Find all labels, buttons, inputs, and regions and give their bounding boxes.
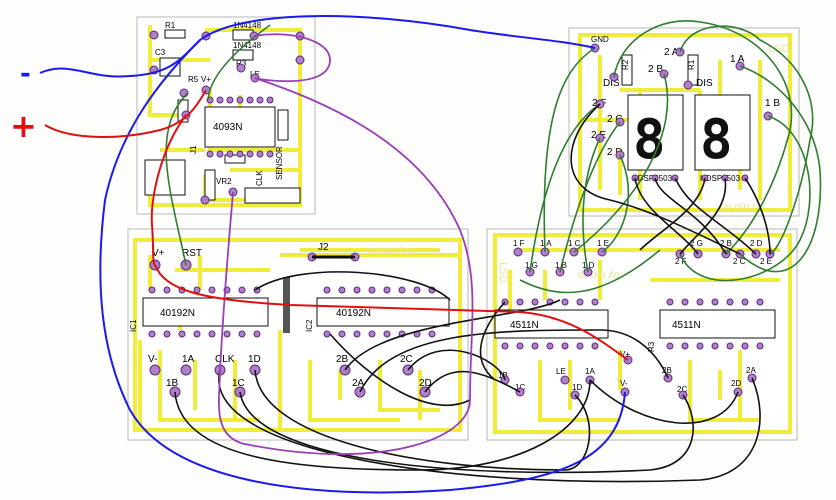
minus-sign: - — [20, 59, 31, 89]
plus-sign: + — [10, 107, 37, 145]
svg-text:IC1: IC1 — [129, 319, 138, 332]
r3-label: R3 — [236, 59, 247, 68]
svg-text:4093N: 4093N — [213, 122, 242, 133]
pin-d1-label: 1D — [572, 383, 582, 392]
pin-2d-label: 2 D — [607, 147, 623, 158]
ghost-lsd: LSD — [768, 43, 789, 55]
pin-2d-label: 2D — [419, 378, 432, 389]
pin-c1-label: 1C — [515, 383, 525, 392]
pin-1a-label: 1A — [182, 354, 195, 365]
ghost-lsd: LSD — [497, 262, 509, 283]
pin-1f-label: 1 F — [513, 239, 525, 248]
svg-text:4511N: 4511N — [510, 320, 539, 331]
pin-2b-label: 2 B — [720, 239, 732, 248]
pin-b2-label: 2B — [662, 366, 672, 375]
pin-c2-label: 2C — [677, 385, 687, 394]
chip-ic4-4511: 4511N — [659, 309, 776, 339]
pin-2b-label: 2B — [336, 354, 349, 365]
pin-2f-label: 2 F — [675, 257, 687, 266]
d1-label: 1N4148 — [233, 21, 262, 30]
clk-label: CLK — [255, 170, 264, 186]
pin-a2-label: 2A — [746, 366, 756, 375]
svg-text:40192N: 40192N — [160, 308, 195, 319]
pin-2e-label: 2 E — [760, 257, 772, 266]
svg-text:40192N: 40192N — [336, 308, 371, 319]
svg-text:IC2: IC2 — [305, 319, 314, 332]
svg-text:8: 8 — [700, 108, 733, 171]
j1-label: J1 — [189, 145, 198, 154]
vr2-label: VR2 — [216, 177, 232, 186]
dis2-label: DIS — [696, 78, 713, 89]
chip-4093: 4093N — [204, 106, 276, 148]
pin-1b-label: 1B — [166, 378, 179, 389]
vplus-label: V+ — [152, 248, 165, 259]
pin-2d-label: 2 D — [750, 239, 763, 248]
d2-label: 1N4148 — [233, 41, 262, 50]
pin-1a-label: 1 A — [730, 54, 745, 65]
pin-2b-label: 2 B — [648, 64, 663, 75]
svg-text:HDSP5503: HDSP5503 — [700, 174, 741, 183]
wires — [39, 15, 822, 494]
clk-label: CLK — [215, 354, 235, 365]
svg-text:4511N: 4511N — [672, 320, 701, 331]
r3-label: R3 — [647, 341, 656, 352]
j2-label: J2 — [318, 242, 329, 253]
vplus-label: V+ — [201, 75, 211, 84]
pin-2c-label: 2 C — [733, 257, 746, 266]
vminus-label: V- — [620, 379, 628, 388]
le-label: LE — [556, 367, 566, 376]
pin-a1-label: 1A — [585, 367, 595, 376]
chip-ic3-4511: 4511N — [494, 309, 609, 339]
pin-2a-label: 2 A — [664, 47, 679, 58]
pin-d2-label: 2D — [731, 379, 741, 388]
pin-1c-label: 1 C — [568, 239, 581, 248]
rst-label: RST — [182, 248, 202, 259]
pin-1d-label: 1 D — [582, 261, 595, 270]
c3-label: C3 — [155, 48, 166, 57]
pin-1b-label: 1 B — [765, 98, 780, 109]
r5-label: R5 — [188, 75, 199, 84]
ghost-credit: by nin.ro — [368, 245, 410, 257]
pin-2c-label: 2C — [400, 354, 413, 365]
pin-1a-label: 1 A — [540, 239, 552, 248]
gnd-label: GND — [591, 35, 609, 44]
pin-2a-label: 2A — [352, 378, 365, 389]
sensor-label: SENSOR — [275, 146, 284, 180]
pin-2g-label: 2 G — [607, 114, 623, 125]
vplus-label: V+ — [620, 350, 630, 359]
ghost-credit: by nin.ro — [720, 201, 762, 213]
pin-1e-label: 1 E — [597, 239, 609, 248]
solder-pads — [148, 30, 775, 400]
pin-1c-label: 1C — [232, 378, 245, 389]
r1-label: R1 — [687, 59, 696, 70]
chip-ic2-40192: 40192N IC2 — [305, 297, 450, 332]
pin-2g-label: 2 G — [690, 239, 703, 248]
vminus-label: V- — [148, 354, 157, 365]
pin-1d-label: 1D — [248, 354, 261, 365]
r1-label: R1 — [165, 21, 176, 30]
oscillator-components — [144, 29, 301, 204]
r2-label: R2 — [621, 59, 630, 70]
dis1-label: DIS — [603, 78, 620, 89]
display-resistors — [621, 54, 699, 86]
seven-segment-display-1: 8 HDSP5503 — [627, 94, 684, 183]
seven-segment-display-2: 8 HDSP5503 — [694, 94, 751, 183]
